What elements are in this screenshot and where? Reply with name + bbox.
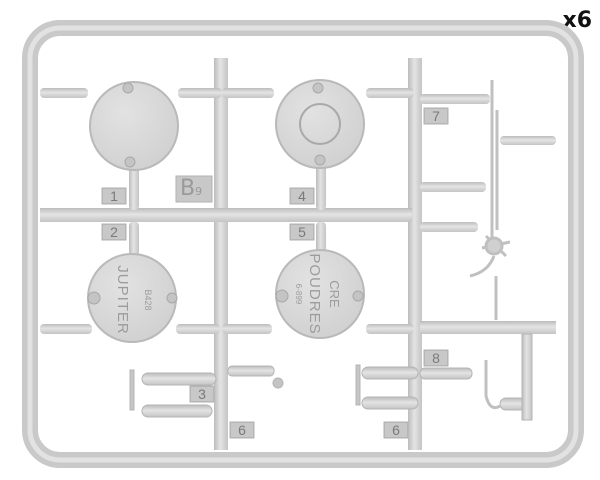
sprue-code-sub: 9 xyxy=(195,185,203,198)
sprue-code-letter: B xyxy=(180,176,196,201)
part-number-3: 3 xyxy=(190,386,214,402)
part-number-7: 7 xyxy=(424,108,448,124)
lid-embossed-sub2: 6-899 xyxy=(294,284,303,305)
detail-parts-bottom-left xyxy=(129,365,284,418)
runner-vertical-1 xyxy=(214,58,228,450)
part-number-4: 4 xyxy=(290,188,314,204)
lid-part-1 xyxy=(89,81,179,171)
lid-part-4 xyxy=(275,79,365,169)
lid-part-2: JUPITER B428 xyxy=(87,253,178,343)
runner-horizontal-right xyxy=(420,321,556,334)
lid-embossed-sub: CRE xyxy=(327,280,342,308)
part-number-6b: 6 xyxy=(384,422,408,438)
part-number-1: 1 xyxy=(102,188,126,204)
detail-parts-bottom-right xyxy=(355,333,533,421)
lid-embossed-sub: B428 xyxy=(143,289,153,310)
gates xyxy=(40,88,556,334)
lid-embossed-title: POUDRES xyxy=(306,253,323,334)
part-number-6a: 6 xyxy=(230,422,254,438)
runner-vertical-2 xyxy=(408,58,422,450)
lid-embossed-title: JUPITER xyxy=(114,265,131,335)
part-number-8: 8 xyxy=(424,350,448,366)
wire-parts xyxy=(469,80,511,410)
lid-part-5: 6-899 POUDRES CRE xyxy=(275,249,365,339)
part-number-5: 5 xyxy=(290,224,314,240)
sprue-code: B9 xyxy=(180,176,202,201)
part-number-2: 2 xyxy=(102,224,126,240)
runner-horizontal-mid xyxy=(40,208,412,222)
